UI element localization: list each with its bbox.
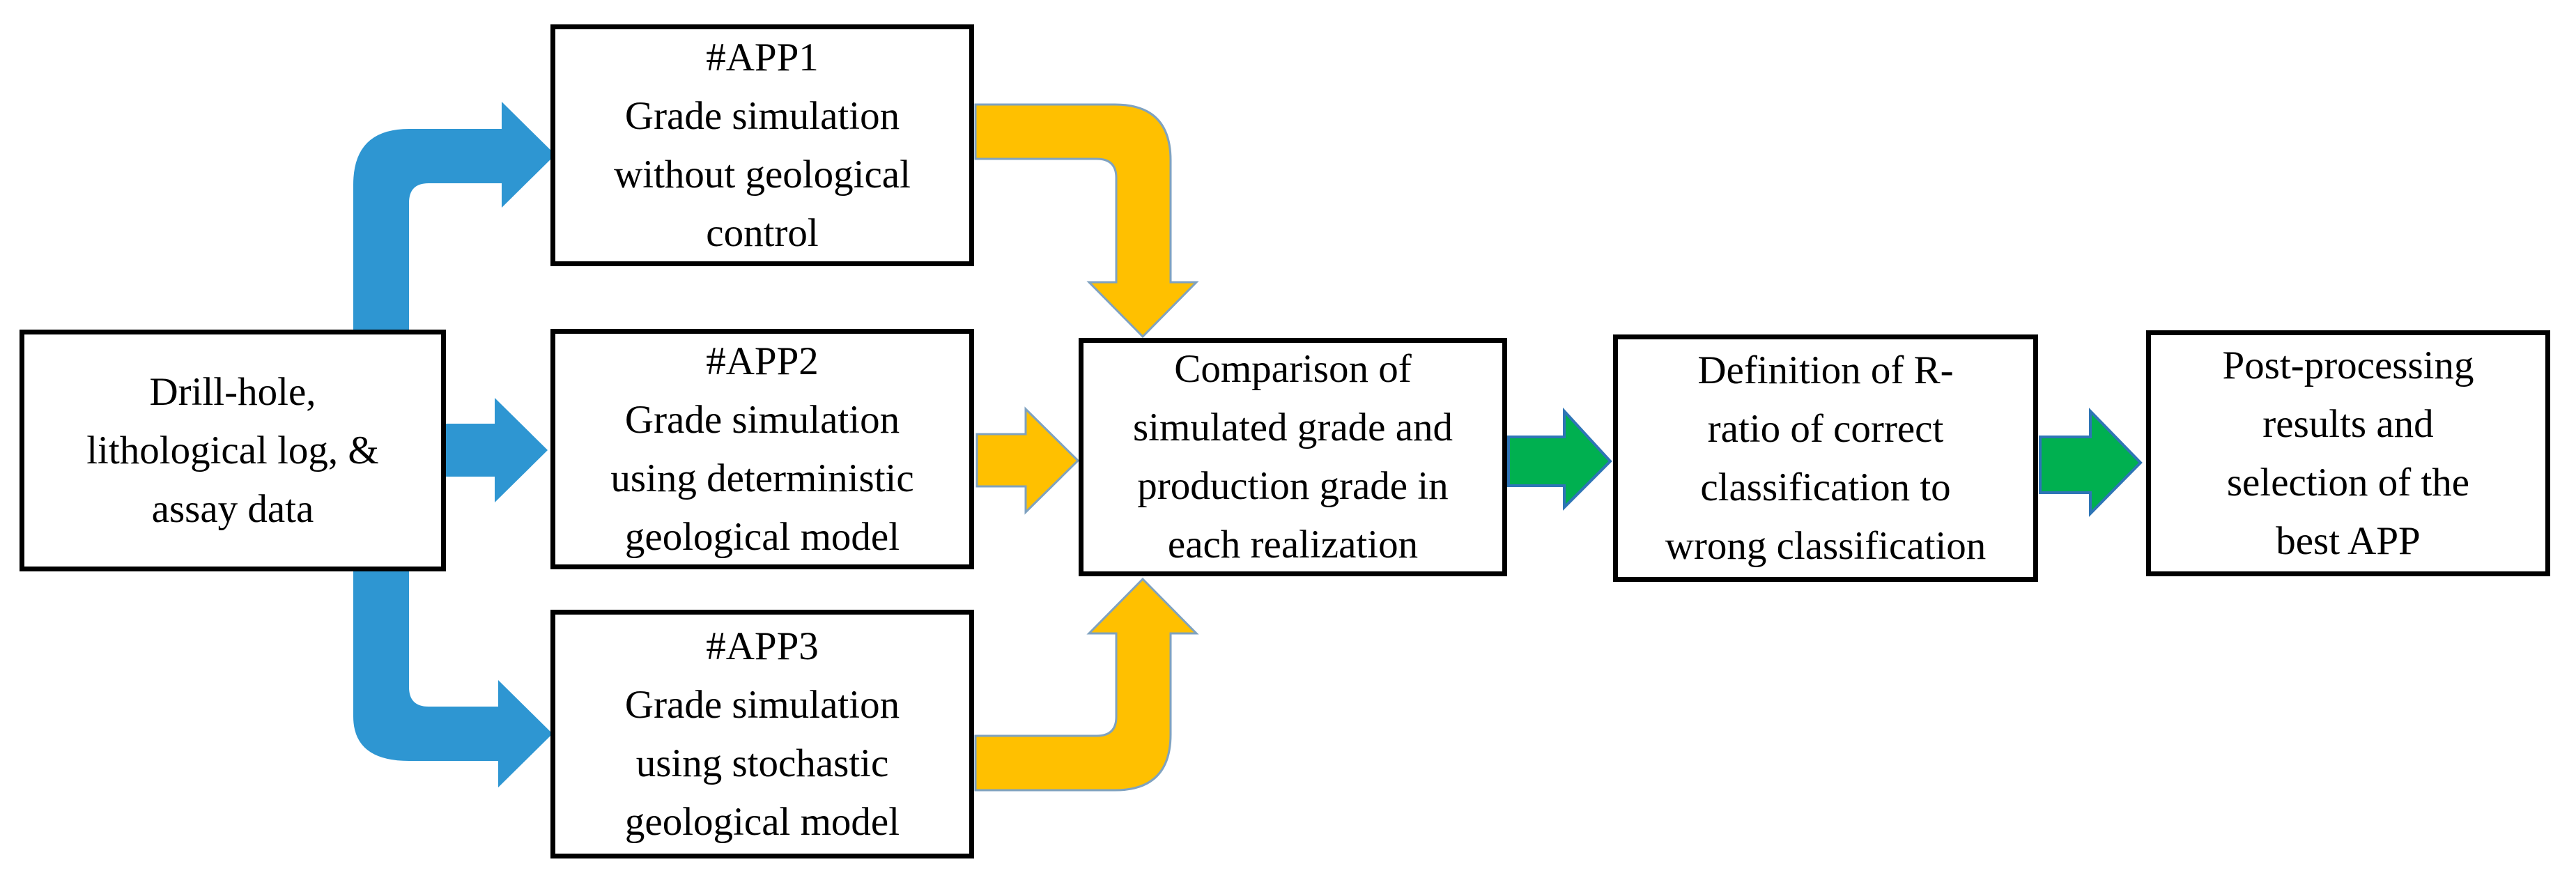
box-r-ratio-line: ratio of correct [1707, 406, 1944, 451]
green-arrow-group [1507, 407, 2143, 517]
box-post-processing: Post-processing results and selection of… [2146, 330, 2550, 576]
box-post-line: results and [2262, 401, 2434, 446]
arrow-app2-to-comparison [975, 406, 1080, 515]
box-app3-line: using stochastic [635, 741, 889, 785]
box-post-line: Post-processing [2222, 343, 2474, 387]
box-input-line: lithological log, & [86, 428, 379, 472]
box-app2-line: using deterministic [610, 456, 914, 500]
box-input-line: Drill-hole, [149, 369, 316, 414]
box-app1: #APP1 Grade simulation without geologica… [550, 24, 974, 266]
box-r-ratio: Definition of R- ratio of correct classi… [1613, 334, 2038, 582]
box-comparison-line: Comparison of [1174, 347, 1412, 391]
box-app2: #APP2 Grade simulation using determinist… [550, 329, 974, 569]
box-app2-line: Grade simulation [624, 397, 900, 442]
box-app1-line: without geological [614, 152, 911, 197]
box-post-line: selection of the [2226, 460, 2470, 505]
yellow-arrow-group [974, 103, 1199, 792]
arrow-app3-to-comparison [974, 577, 1199, 792]
box-comparison: Comparison of simulated grade and produc… [1079, 338, 1507, 576]
arrow-input-to-app2 [446, 398, 548, 502]
box-app3: #APP3 Grade simulation using stochastic … [550, 610, 974, 858]
box-app1-line: control [706, 210, 819, 255]
box-input-data: Drill-hole, lithological log, & assay da… [20, 330, 446, 571]
box-app3-line: geological model [624, 799, 900, 844]
arrow-input-to-app3 [353, 571, 553, 787]
box-comparison-line: each realization [1167, 523, 1419, 567]
box-app3-line: #APP3 [706, 624, 819, 668]
box-r-ratio-line: Definition of R- [1697, 348, 1954, 392]
box-input-line: assay data [151, 486, 314, 531]
arrow-r-ratio-to-post [2039, 408, 2143, 517]
box-r-ratio-line: wrong classification [1665, 523, 1987, 568]
box-app2-line: geological model [624, 514, 900, 559]
arrow-input-to-app1 [353, 102, 555, 330]
box-r-ratio-line: classification to [1700, 465, 1951, 509]
box-app1-line: #APP1 [706, 35, 819, 79]
box-app1-line: Grade simulation [624, 93, 900, 138]
box-post-line: best APP [2276, 518, 2421, 563]
box-comparison-line: production grade in [1137, 464, 1449, 508]
arrow-app1-to-comparison [974, 103, 1199, 339]
box-app3-line: Grade simulation [624, 682, 900, 727]
arrow-comparison-to-r-ratio [1507, 407, 1612, 511]
box-comparison-line: simulated grade and [1132, 406, 1453, 449]
box-app2-line: #APP2 [706, 339, 819, 383]
